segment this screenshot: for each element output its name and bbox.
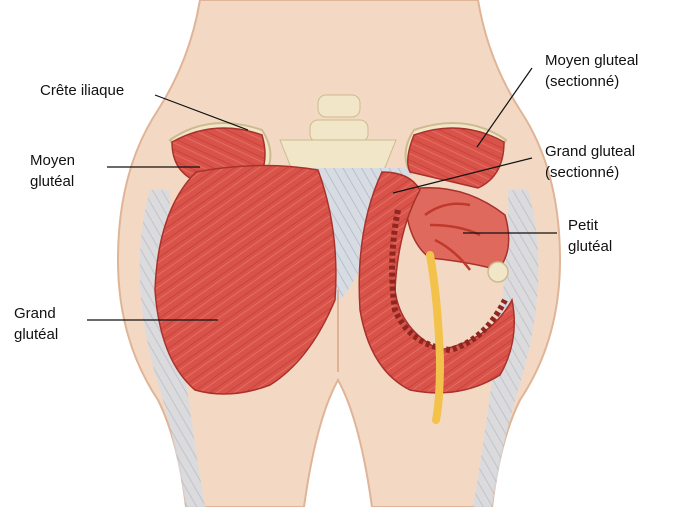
- label-petit-gluteal: Petit glutéal: [568, 215, 612, 257]
- label-moyen-gluteal-right: Moyen gluteal (sectionné): [545, 50, 638, 92]
- greater-trochanter: [488, 262, 508, 282]
- label-moyen-gluteal-left: Moyen glutéal: [30, 150, 75, 192]
- label-crete-iliaque: Crête iliaque: [40, 80, 124, 101]
- label-grand-gluteal-right: Grand gluteal (sectionné): [545, 141, 635, 183]
- label-grand-gluteal-left: Grand glutéal: [14, 303, 58, 345]
